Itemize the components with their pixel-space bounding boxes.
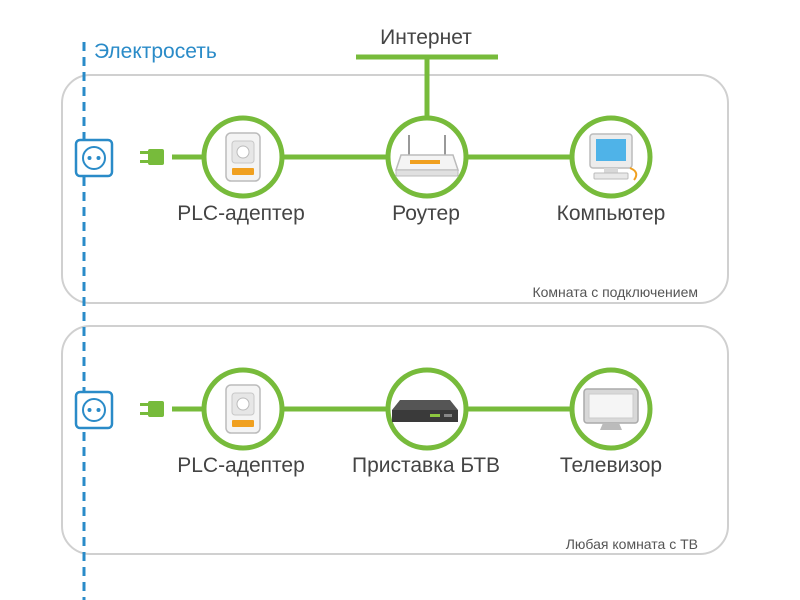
plug-icon — [140, 401, 164, 417]
tv-icon — [583, 388, 639, 430]
internet-label: Интернет — [380, 26, 472, 49]
router-icon — [394, 135, 460, 177]
device-label: PLC-адептер — [177, 202, 305, 225]
set-top-box-icon — [392, 400, 458, 422]
device-label: Телевизор — [559, 454, 663, 477]
device-label: Приставка БТВ — [351, 454, 501, 477]
room-caption: Комната с подключением — [532, 284, 698, 300]
wall-socket-icon — [74, 138, 114, 178]
room-caption: Любая комната с ТВ — [565, 536, 698, 552]
plug-icon — [140, 149, 164, 165]
plc-adapter-icon — [225, 384, 261, 434]
power-grid-title: Электросеть — [94, 40, 217, 63]
plc-adapter-icon — [225, 132, 261, 182]
device-label: PLC-адептер — [177, 454, 305, 477]
device-label: Роутер — [392, 202, 460, 225]
wall-socket-icon — [74, 390, 114, 430]
computer-icon — [589, 133, 638, 181]
device-label: Компьютер — [556, 202, 666, 225]
